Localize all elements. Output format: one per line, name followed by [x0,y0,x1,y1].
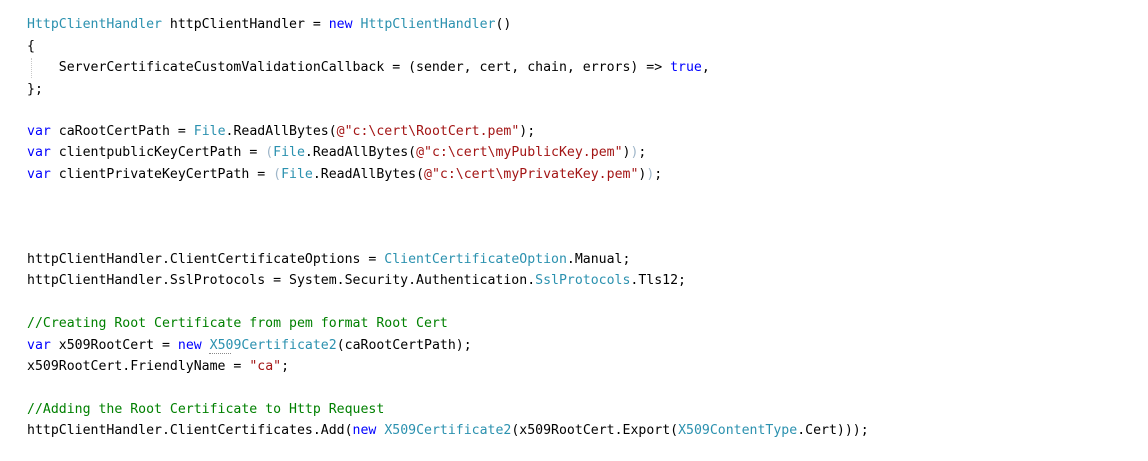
plain-token: }; [27,82,43,97]
type-token: X509ContentType [678,423,798,438]
keyword-token: var [27,167,51,182]
plain-token: ); [519,124,536,139]
plain-token: ServerCertificateCustomValidationCallbac… [27,60,671,75]
type-token: ClientCertificateOption [384,252,567,267]
code-line[interactable]: //Adding the Root Certificate to Http Re… [27,399,384,420]
plain-token: httpClientHandler.SslProtocols = System.… [27,273,536,288]
plain-token: .ReadAllBytes( [225,124,337,139]
code-line[interactable]: { [27,36,35,57]
dimmed-token: ) [646,167,655,182]
code-line[interactable]: //Creating Root Certificate from pem for… [27,313,448,334]
plain-token: .Tls12; [630,273,686,288]
code-line[interactable]: httpClientHandler.ClientCertificates.Add… [27,420,869,441]
plain-token: , [701,60,710,75]
plain-token: (x509RootCert.Export( [511,423,679,438]
string-token: @"c:\cert\myPrivateKey.pem" [424,167,639,182]
plain-token: httpClientHandler.ClientCertificates.Add… [27,423,353,438]
plain-token: .ReadAllBytes( [312,167,425,182]
code-line[interactable]: var clientPrivateKeyCertPath = (File.Rea… [27,164,662,185]
code-line[interactable]: httpClientHandler.ClientCertificateOptio… [27,249,630,270]
plain-token: httpClientHandler.ClientCertificateOptio… [27,252,385,267]
type-token: File [193,124,226,139]
code-line[interactable]: var caRootCertPath = File.ReadAllBytes(@… [27,121,535,142]
keyword-token: new [177,338,202,353]
plain-token: httpClientHandler = [161,17,329,32]
type-token: X509Certificate2 [384,423,512,438]
plain-token: .Manual; [566,252,631,267]
string-token: @"c:\cert\myPublicKey.pem" [416,145,623,160]
plain-token: .Cert))); [797,423,869,438]
plain-token: () [495,17,512,32]
suggestion-squiggle[interactable] [209,353,231,354]
plain-token: ) [638,167,647,182]
plain-token: clientPrivateKeyCertPath = [50,167,274,182]
comment-token: //Adding the Root Certificate to Http Re… [27,402,385,417]
type-token: File [273,145,305,160]
plain-token: .ReadAllBytes( [304,145,417,160]
plain-token [202,338,210,353]
plain-token: ) [622,145,631,160]
type-token: SslProtocols [535,273,631,288]
dimmed-token: ) [630,145,639,160]
plain-token: ; [654,167,663,182]
plain-token: { [27,39,35,54]
type-token: HttpClientHandler [360,17,496,32]
code-line[interactable]: HttpClientHandler httpClientHandler = ne… [27,14,511,35]
string-token: "ca" [249,359,282,374]
code-line[interactable]: var clientpublicKeyCertPath = (File.Read… [27,142,646,163]
plain-token: clientpublicKeyCertPath = [50,145,266,160]
keyword-token: var [27,124,51,139]
plain-token: ; [281,359,290,374]
keyword-token: new [328,17,353,32]
code-line[interactable]: httpClientHandler.SslProtocols = System.… [27,270,686,291]
plain-token: x509RootCert = [50,338,178,353]
code-line[interactable]: ServerCertificateCustomValidationCallbac… [27,57,710,78]
dimmed-token: ( [273,167,282,182]
type-token: X509Certificate2 [209,338,337,353]
type-token: File [281,167,313,182]
keyword-token: true [670,60,702,75]
keyword-token: var [27,338,51,353]
plain-token: x509RootCert.FriendlyName = [27,359,250,374]
code-line[interactable]: x509RootCert.FriendlyName = "ca"; [27,356,289,377]
plain-token [353,17,361,32]
keyword-token: new [352,423,377,438]
comment-token: //Creating Root Certificate from pem for… [27,316,448,331]
dimmed-token: ( [265,145,274,160]
plain-token: ; [638,145,647,160]
type-token: HttpClientHandler [27,17,162,32]
string-token: @"c:\cert\RootCert.pem" [336,124,520,139]
keyword-token: var [27,145,51,160]
plain-token: caRootCertPath = [50,124,194,139]
code-line[interactable]: }; [27,79,43,100]
code-line[interactable]: var x509RootCert = new X509Certificate2(… [27,335,472,356]
plain-token: (caRootCertPath); [336,338,472,353]
indent-guide [31,58,32,78]
